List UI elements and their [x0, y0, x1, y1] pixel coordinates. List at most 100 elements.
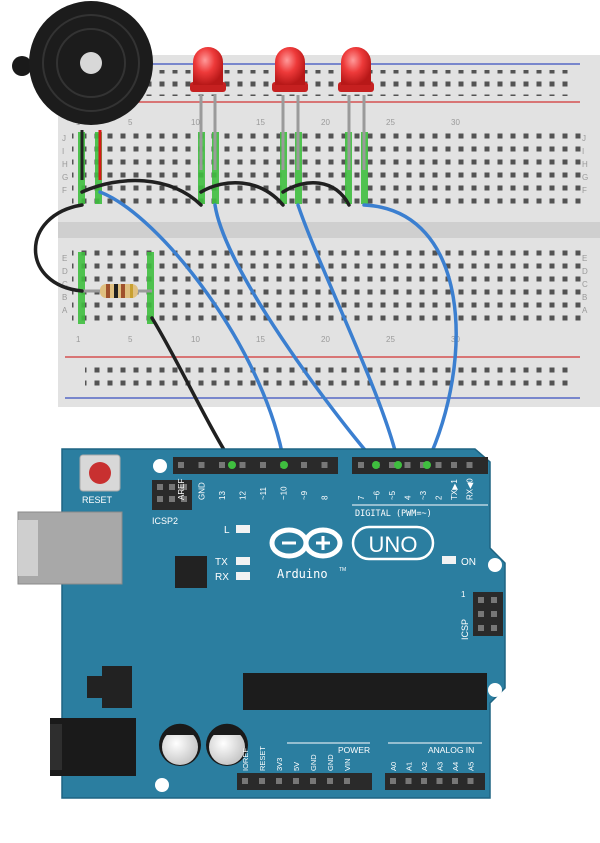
pin-label: TX▶1 — [450, 479, 459, 500]
pin-label: ~10 — [280, 486, 289, 500]
header-pin — [327, 778, 333, 784]
analog-label: ANALOG IN — [428, 745, 474, 755]
mounting-hole — [488, 683, 502, 697]
led-rx-label: RX — [215, 572, 229, 583]
row-letter-top: J — [62, 134, 66, 143]
pin-label: A5 — [467, 762, 476, 771]
row-letter-top: G — [62, 173, 68, 182]
row-letter-bottom: C — [62, 280, 68, 289]
capacitor-stripe — [209, 723, 245, 735]
header-pin — [390, 778, 396, 784]
pin-label: 13 — [218, 491, 227, 500]
column-number: 5 — [128, 118, 133, 127]
reset-label: RESET — [82, 495, 113, 505]
led-2 — [272, 47, 308, 170]
arduino-brand-label: Arduino — [277, 567, 328, 581]
led-rx — [236, 572, 250, 580]
row-letter-bottom: C — [582, 280, 588, 289]
icsp2-label: ICSP2 — [152, 516, 178, 526]
wire-blue-led3-pin3 — [362, 203, 458, 465]
capacitor-stripe — [162, 723, 198, 735]
header-pin — [181, 496, 187, 502]
pin-label: IOREF — [241, 748, 250, 771]
pin-label: GND — [326, 754, 335, 771]
column-number: 25 — [386, 335, 395, 344]
center-channel — [58, 222, 600, 238]
row-letters: J I H G F E D C B A J I H G F E D C B A — [62, 134, 588, 315]
header-pin — [169, 496, 175, 502]
wire-end — [280, 461, 288, 469]
resistor — [82, 284, 152, 298]
row-letter-top: G — [582, 173, 588, 182]
pin-label: 7 — [357, 495, 366, 500]
header-wire-ends — [228, 461, 431, 469]
uno-label: UNO — [369, 532, 418, 557]
header-pin — [239, 462, 246, 468]
capacitor-top — [209, 729, 245, 765]
wire-black-gnd — [150, 316, 234, 465]
led-1 — [190, 47, 226, 170]
pin-label: A3 — [436, 762, 445, 771]
pin-label: ~9 — [300, 490, 309, 500]
column-number: 1 — [76, 335, 81, 344]
icsp-pins — [473, 592, 503, 636]
usb-port-face — [18, 520, 38, 576]
wire-black-led1-led2 — [199, 181, 285, 207]
header-pin — [491, 597, 497, 603]
pin-label: RESET — [258, 746, 267, 771]
column-number: 20 — [321, 335, 330, 344]
header-pin — [178, 462, 184, 468]
pin-label: ~6 — [373, 490, 382, 500]
pin-label: GND — [198, 482, 207, 500]
header-pin — [242, 778, 248, 784]
header-pin — [421, 778, 427, 784]
buzzer-center — [80, 52, 102, 74]
header-pin — [435, 462, 442, 468]
row-letter-bottom: A — [582, 306, 588, 315]
pin-label: ~11 — [259, 486, 268, 500]
led-tx — [236, 557, 250, 565]
header-pin — [169, 484, 175, 490]
arduino-logo: UNO Arduino TM — [269, 525, 435, 581]
resistor-band — [121, 284, 125, 298]
led-l-label: L — [224, 525, 230, 536]
header-pin — [181, 484, 187, 490]
row-letter-top: I — [582, 147, 584, 156]
regulator-body — [102, 666, 132, 708]
led-dome — [193, 47, 223, 85]
header-pin — [405, 778, 412, 784]
row-letter-bottom: D — [582, 267, 588, 276]
column-number: 15 — [256, 335, 265, 344]
wire-end — [394, 461, 402, 469]
icsp-pin1-label: 1 — [461, 590, 466, 599]
column-number: 5 — [128, 335, 133, 344]
wire-blue-led1-pin6 — [213, 203, 378, 465]
header-pin — [198, 462, 205, 468]
column-number: 15 — [256, 118, 265, 127]
power-label: POWER — [338, 745, 370, 755]
reset-button-cap[interactable] — [89, 462, 111, 484]
row-letter-top: H — [582, 160, 588, 169]
resistor-band — [114, 284, 118, 298]
usb-chip — [175, 556, 207, 588]
row-letter-top: F — [62, 186, 67, 195]
row-letter-top: H — [62, 160, 68, 169]
buzzer-ring — [42, 14, 140, 112]
buzzer-tab — [12, 56, 32, 76]
column-number: 20 — [321, 118, 330, 127]
capacitor-top — [162, 729, 198, 765]
regulator-tab — [87, 676, 103, 698]
row-letter-top: J — [582, 134, 586, 143]
header-pin — [436, 778, 443, 784]
logo-right-loop — [303, 527, 343, 559]
piezo-buzzer — [12, 1, 153, 180]
icsp-label: ICSP — [460, 619, 470, 640]
header-pin — [301, 462, 307, 468]
pin-label: ~3 — [419, 490, 428, 500]
pin-label: A4 — [451, 762, 460, 771]
wire-black-buzzer-led1 — [80, 178, 203, 207]
header-pin — [219, 462, 225, 468]
